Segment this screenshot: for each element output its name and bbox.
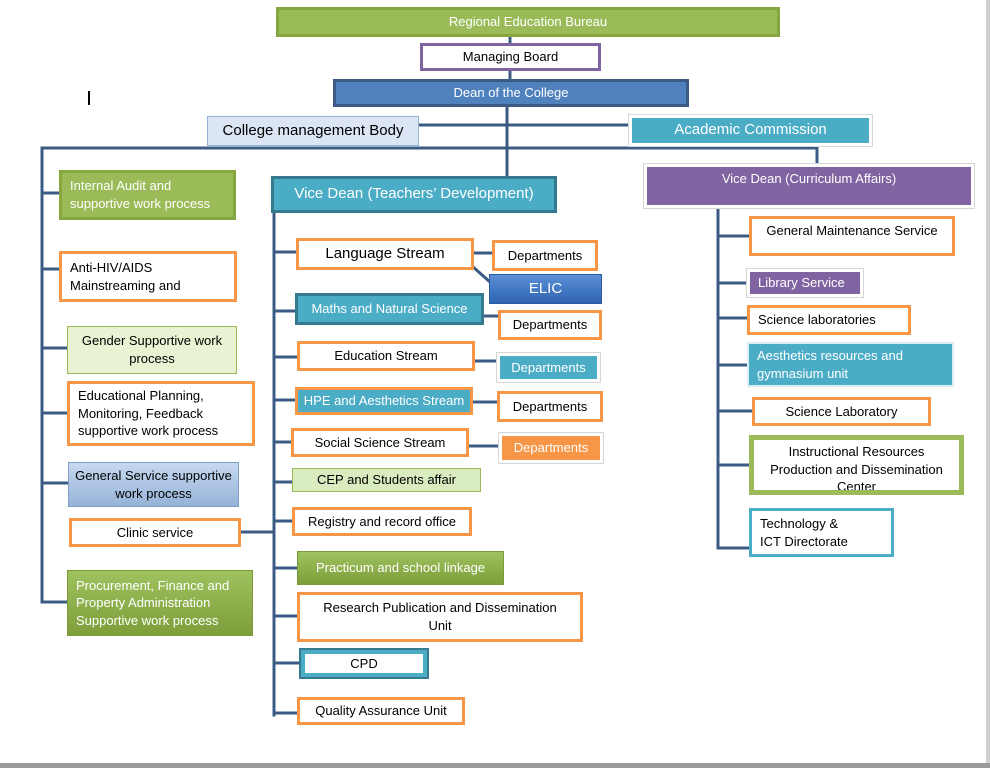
box-gender-supportive: Gender Supportive work process bbox=[67, 326, 237, 374]
box-departments-5: Departments bbox=[499, 433, 603, 463]
box-cpd: CPD bbox=[299, 648, 429, 679]
box-science-laboratories: Science laboratories bbox=[747, 305, 911, 335]
box-managing-board: Managing Board bbox=[420, 43, 601, 71]
box-research-publication: Research Publication and Dissemination U… bbox=[297, 592, 583, 642]
text-cursor bbox=[88, 91, 90, 105]
box-hpe-aesthetics-stream: HPE and Aesthetics Stream bbox=[295, 387, 473, 415]
box-vice-dean-teachers-development: Vice Dean (Teachers’ Development) bbox=[271, 176, 557, 213]
box-practicum-school-linkage: Practicum and school linkage bbox=[297, 551, 504, 585]
box-departments-2: Departments bbox=[498, 310, 602, 340]
window-bottom-edge bbox=[0, 763, 990, 768]
box-departments-3: Departments bbox=[497, 353, 600, 382]
box-regional-education-bureau: Regional Education Bureau bbox=[276, 7, 780, 37]
box-departments-1: Departments bbox=[492, 240, 598, 271]
box-educational-planning: Educational Planning, Monitoring, Feedba… bbox=[67, 381, 255, 446]
box-clinic-service: Clinic service bbox=[69, 518, 241, 547]
box-academic-commission: Academic Commission bbox=[629, 115, 872, 146]
box-instructional-resources-center: Instructional Resources Production and D… bbox=[749, 435, 964, 495]
box-general-maintenance-service: General Maintenance Service bbox=[749, 216, 955, 256]
box-social-science-stream: Social Science Stream bbox=[291, 428, 469, 457]
box-registry-record-office: Registry and record office bbox=[292, 507, 472, 536]
box-dean: Dean of the College bbox=[333, 79, 689, 107]
box-quality-assurance-unit: Quality Assurance Unit bbox=[297, 697, 465, 725]
box-elic: ELIC bbox=[489, 274, 602, 304]
window-right-edge bbox=[986, 0, 990, 768]
box-general-service: General Service supportive work process bbox=[68, 462, 239, 507]
box-maths-natural-science: Maths and Natural Science bbox=[295, 293, 484, 325]
line-elic bbox=[469, 263, 493, 285]
box-internal-audit: Internal Audit and supportive work proce… bbox=[59, 170, 236, 220]
box-procurement-finance: Procurement, Finance and Property Admini… bbox=[67, 570, 253, 636]
box-vice-dean-curriculum-affairs: Vice Dean (Curriculum Affairs) bbox=[644, 164, 974, 208]
box-departments-4: Departments bbox=[497, 391, 603, 422]
box-library-service: Library Service bbox=[747, 269, 863, 297]
box-cep-students-affair: CEP and Students affair bbox=[292, 468, 481, 492]
box-college-management-body: College management Body bbox=[207, 116, 419, 146]
box-technology-ict-directorate: Technology & ICT Directorate bbox=[749, 508, 894, 557]
box-language-stream: Language Stream bbox=[296, 238, 474, 270]
box-aesthetics-resources-gymnasium: Aesthetics resources and gymnasium unit bbox=[747, 342, 954, 387]
box-anti-hiv-aids: Anti-HIV/AIDS Mainstreaming and bbox=[59, 251, 237, 302]
box-education-stream: Education Stream bbox=[297, 341, 475, 371]
box-science-laboratory: Science Laboratory bbox=[752, 397, 931, 426]
